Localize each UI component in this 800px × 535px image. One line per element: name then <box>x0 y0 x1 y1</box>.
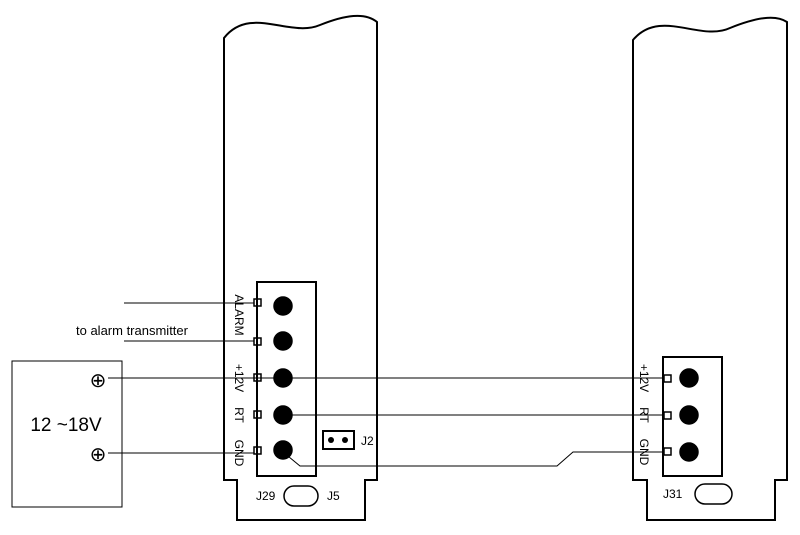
left-hole-label: J5 <box>327 489 340 503</box>
right-terminal-label-gnd: GND <box>637 439 651 466</box>
transmitter-note: to alarm transmitter <box>76 323 189 338</box>
power-positive-symbol: ⊕ <box>90 370 107 392</box>
left-board-outline <box>223 14 378 521</box>
right-terminal-label-rt: RT <box>637 407 651 423</box>
left-terminal-label-rt: RT <box>232 407 246 423</box>
left-terminal-label-12v: +12V <box>232 364 246 392</box>
left-connector-label: J29 <box>256 489 276 503</box>
left-terminal-label-gnd: GND <box>232 440 246 467</box>
power-supply-box <box>11 360 123 508</box>
power-negative-symbol: ⊕ <box>90 444 107 466</box>
right-connector-label: J31 <box>663 487 683 501</box>
left-jumper <box>322 430 355 450</box>
left-terminal-label-alarm-1: ALARM <box>232 294 246 335</box>
left-jumper-label: J2 <box>361 434 374 448</box>
left-mounting-hole <box>283 485 319 507</box>
right-mounting-hole <box>694 483 733 505</box>
gnd-wire <box>282 451 664 467</box>
right-terminal-label-12v: +12V <box>637 364 651 392</box>
right-terminals <box>663 368 699 462</box>
right-board-outline <box>632 16 788 521</box>
left-terminal-block <box>256 281 317 477</box>
power-supply <box>11 360 123 508</box>
power-voltage-label: 12 ~18V <box>30 415 102 436</box>
wires <box>108 302 664 467</box>
right-board <box>632 16 788 521</box>
labels: to alarm transmitter ⊕ 12 ~18V ⊕ ALARM +… <box>30 294 682 503</box>
right-terminal-block <box>662 356 723 477</box>
